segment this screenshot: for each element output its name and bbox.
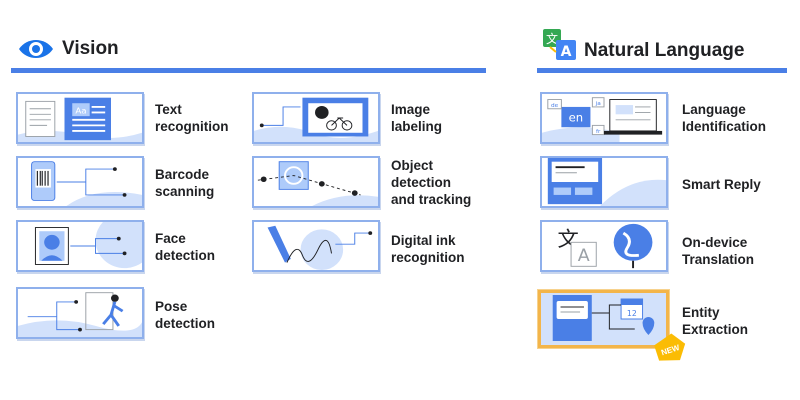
translation-illustration: 文 A — [558, 223, 653, 269]
smart-reply-illustration — [547, 158, 666, 206]
vision-title: Vision — [62, 38, 119, 59]
pose-illustration — [18, 292, 142, 337]
barcode-scanning-label: Barcode scanning — [155, 167, 215, 199]
vision-divider — [11, 68, 486, 73]
image-labeling-illustration — [254, 97, 378, 142]
text-recognition-card[interactable]: Aa — [16, 92, 144, 144]
on-device-translation-label: On-device Translation — [682, 235, 755, 267]
barcode-illustration — [31, 161, 142, 206]
natural-language-title: Natural Language — [584, 40, 745, 61]
smart-reply-card[interactable] — [540, 156, 668, 208]
eye-icon — [19, 40, 53, 58]
language-identification-card[interactable]: en de ja fr — [540, 92, 668, 144]
object-detection-label: Object detection and tracking — [391, 158, 472, 207]
language-code: en — [569, 111, 584, 125]
translation-letter: A — [578, 246, 590, 266]
digital-ink-illustration — [267, 225, 373, 270]
entity-extraction-illustration: 12 — [541, 293, 666, 345]
smart-reply-label: Smart Reply — [682, 177, 761, 192]
calendar-day: 12 — [627, 309, 637, 318]
language-tag-fr: fr — [596, 129, 601, 135]
language-id-illustration: en de ja fr — [542, 97, 663, 142]
translate-icon-glyph: 文 — [546, 31, 558, 46]
face-detection-label: Face detection — [155, 231, 216, 263]
digital-ink-card[interactable] — [252, 220, 380, 272]
object-detection-illustration — [257, 161, 378, 206]
pose-detection-label: Pose detection — [155, 299, 216, 331]
face-illustration — [34, 222, 142, 269]
barcode-scanning-card[interactable] — [16, 156, 144, 208]
text-recognition-glyph: Aa — [75, 107, 86, 117]
face-detection-card[interactable] — [16, 220, 144, 272]
on-device-translation-card[interactable]: 文 A — [540, 220, 668, 272]
image-labeling-card[interactable] — [252, 92, 380, 144]
translate-icon-letter: A — [561, 44, 572, 60]
new-badge: NEW — [652, 333, 686, 363]
image-labeling-label: Image labeling — [391, 102, 443, 134]
new-badge-shape: NEW — [654, 333, 686, 361]
language-identification-label: Language Identification — [682, 102, 766, 134]
entity-extraction-label: Entity Extraction — [682, 305, 749, 337]
language-tag-ja: ja — [595, 101, 601, 107]
translate-icon: 文 A — [543, 29, 576, 60]
entity-extraction-card[interactable]: 12 — [538, 290, 669, 348]
object-detection-card[interactable] — [252, 156, 380, 208]
pose-detection-card[interactable] — [16, 287, 144, 339]
text-recognition-label: Text recognition — [155, 102, 229, 134]
digital-ink-label: Digital ink recognition — [391, 233, 465, 265]
document-illustration: Aa — [18, 94, 142, 142]
natural-language-divider — [537, 68, 787, 73]
language-tag-de: de — [551, 103, 559, 109]
